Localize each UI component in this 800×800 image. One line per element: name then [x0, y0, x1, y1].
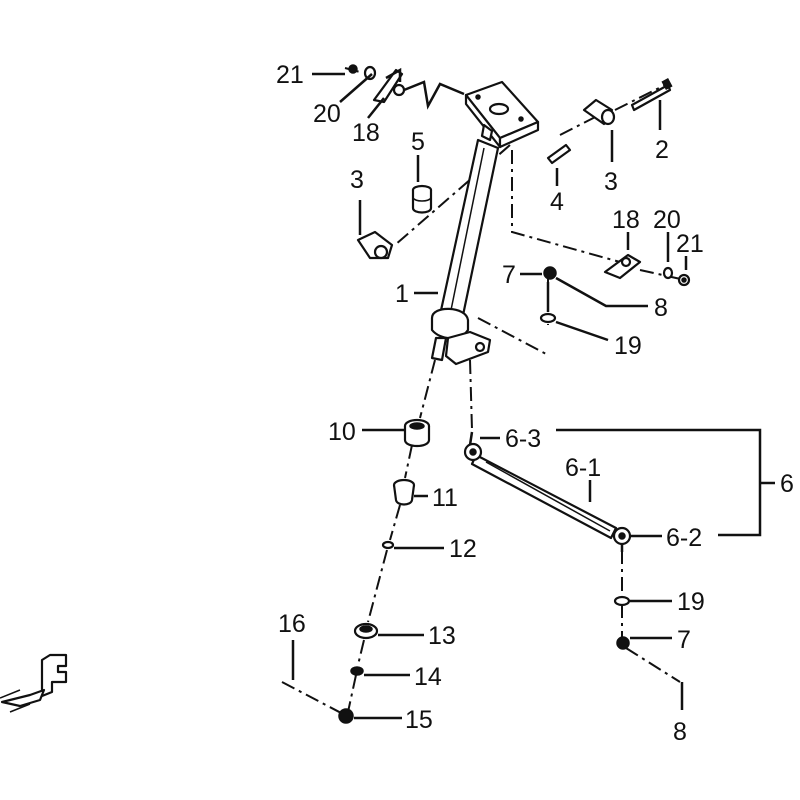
callout-6-2: 6-2 — [666, 524, 702, 552]
callout-15: 15 — [405, 706, 433, 734]
callout-6-3: 6-3 — [505, 425, 541, 453]
callout-8-upper: 8 — [654, 294, 668, 322]
ball-joint-part-6-3 — [463, 431, 483, 462]
callout-8-lower: 8 — [673, 718, 687, 746]
callout-3-left: 3 — [350, 166, 364, 194]
bolt-part-2 — [630, 78, 673, 112]
clip-part-18-right — [603, 253, 642, 280]
bush-part-10 — [403, 418, 431, 448]
callout-16: 16 — [278, 610, 306, 638]
clip-part-18-left — [372, 67, 406, 104]
nut-part-15 — [338, 708, 354, 724]
washer-part-20-left — [363, 65, 377, 81]
callout-11: 11 — [432, 484, 458, 512]
callout-6-1: 6-1 — [565, 454, 601, 482]
spring-link — [403, 80, 465, 110]
callout-10: 10 — [328, 418, 356, 446]
ball-joint-part-6-2 — [612, 526, 632, 552]
steering-column — [430, 138, 500, 366]
washer-part-19-lower — [613, 595, 631, 607]
tie-rod-part-6 — [463, 431, 632, 552]
front-arrow-icon — [0, 653, 68, 713]
sleeve-part-11 — [392, 478, 416, 506]
callout-1: 1 — [395, 280, 409, 308]
callout-20-left: 20 — [313, 100, 341, 128]
callout-6: 6 — [780, 470, 794, 498]
callout-21-left: 21 — [276, 61, 304, 89]
callout-20-right: 20 — [653, 206, 681, 234]
callout-21-right: 21 — [676, 230, 704, 258]
leader-lines — [291, 72, 775, 720]
callout-14: 14 — [414, 663, 442, 691]
bushing-part-5 — [411, 184, 433, 214]
callout-2: 2 — [655, 136, 669, 164]
washer-part-14 — [350, 666, 364, 676]
callout-18-right: 18 — [612, 206, 640, 234]
callout-7-upper: 7 — [502, 261, 516, 289]
parts — [338, 64, 691, 724]
bearing-part-13 — [353, 622, 379, 640]
washer-part-12 — [381, 540, 395, 550]
callout-labels: 21 20 18 5 3 1 2 3 4 18 20 21 7 8 19 10 … — [276, 61, 794, 746]
callout-4: 4 — [550, 188, 564, 216]
nut-part-7-lower — [616, 636, 630, 650]
callout-19-lower: 19 — [677, 588, 705, 616]
callout-12: 12 — [449, 535, 477, 563]
callout-13: 13 — [428, 622, 456, 650]
pin-part-4 — [546, 143, 572, 165]
callout-5: 5 — [411, 128, 425, 156]
bracket-part-3-right — [582, 98, 616, 126]
callout-3-right: 3 — [604, 168, 618, 196]
washer-part-20-right — [662, 266, 674, 280]
washer-part-19-upper — [539, 312, 557, 324]
pin-part-21-right — [677, 273, 691, 287]
bracket-part-3-left — [356, 230, 394, 260]
nut-part-7-upper — [543, 266, 557, 280]
callout-7-lower: 7 — [677, 626, 691, 654]
callout-19-upper: 19 — [614, 332, 642, 360]
column-top-plate — [464, 80, 540, 149]
callout-18-left: 18 — [352, 119, 380, 147]
pin-part-21-left — [348, 64, 358, 74]
